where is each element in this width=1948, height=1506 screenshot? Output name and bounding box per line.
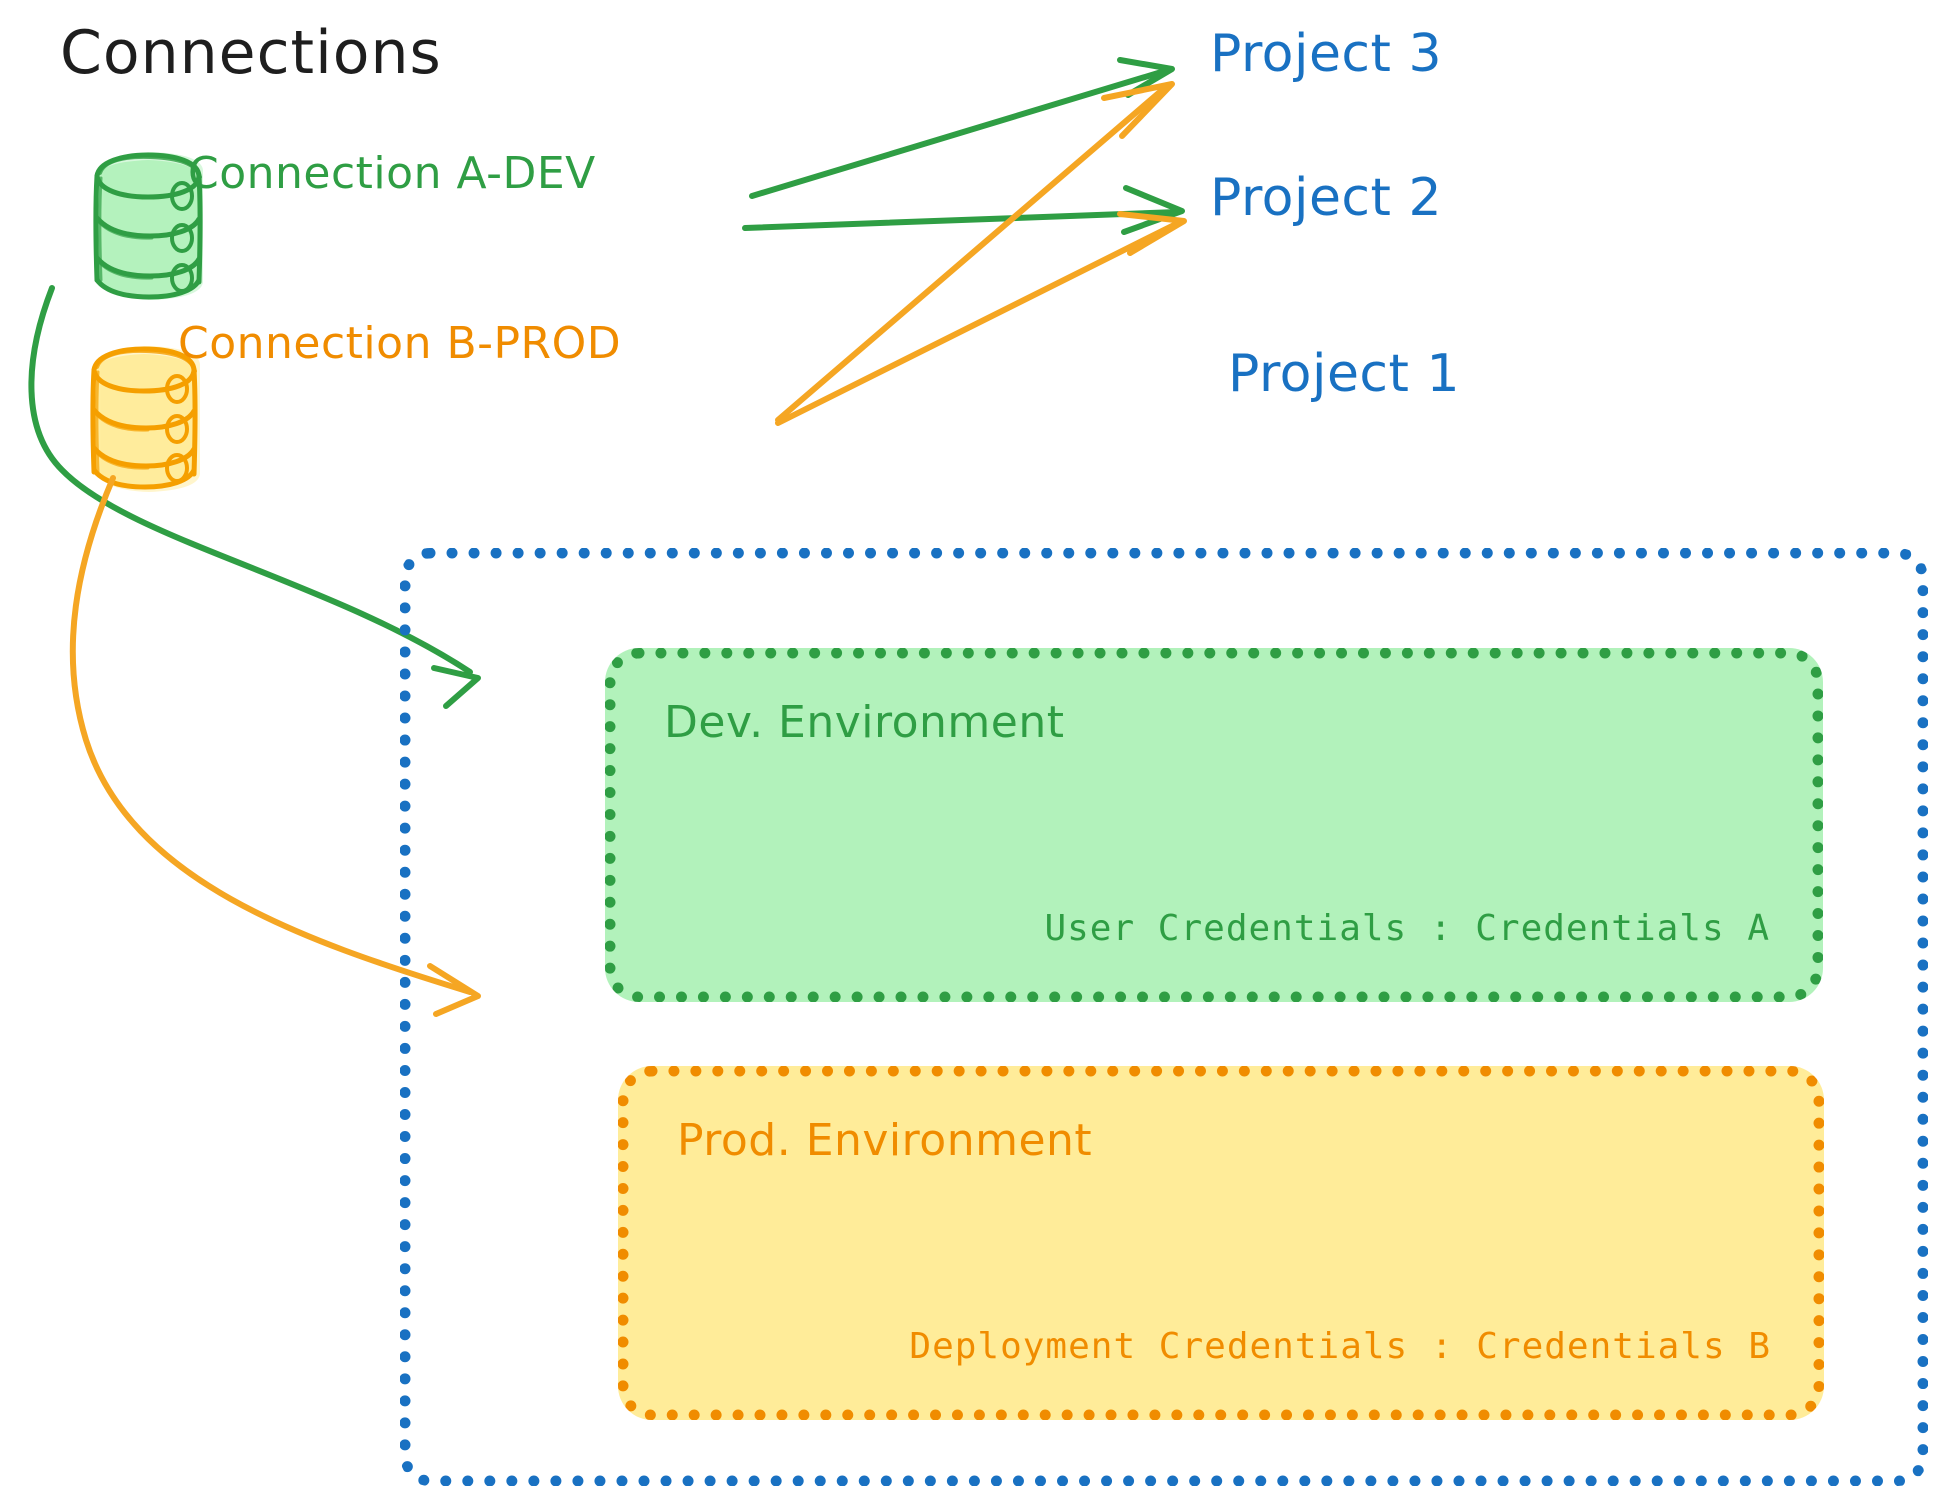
edge-b-prod-to-project2 bbox=[775, 211, 1187, 426]
dev-credentials-text: User Credentials : Credentials A bbox=[1044, 908, 1770, 949]
edge-a-dev-to-dev-env bbox=[28, 285, 481, 709]
prod-environment-title: Prod. Environment bbox=[677, 1115, 1093, 1166]
edge-b-prod-to-project3 bbox=[775, 81, 1175, 423]
connection-a-dev-label[interactable]: Connection A-DEV bbox=[188, 148, 596, 199]
prod-credentials-text: Deployment Credentials : Credentials B bbox=[909, 1326, 1771, 1367]
edge-b-prod-to-prod-env bbox=[69, 475, 481, 1017]
project-2-label[interactable]: Project 2 bbox=[1210, 168, 1443, 228]
project-1-label[interactable]: Project 1 bbox=[1228, 344, 1461, 404]
project1-container[interactable] bbox=[400, 548, 1928, 1486]
database-cylinder-icon-b-prod[interactable] bbox=[90, 346, 200, 492]
edge-a-dev-to-project2 bbox=[742, 185, 1185, 235]
edge-a-dev-to-project3 bbox=[749, 57, 1175, 199]
dev-environment-title: Dev. Environment bbox=[664, 697, 1065, 748]
connection-b-prod-label[interactable]: Connection B-PROD bbox=[178, 318, 622, 369]
prod-environment-box[interactable]: Prod. Environment Deployment Credentials… bbox=[618, 1066, 1824, 1420]
database-cylinder-icon-a-dev[interactable] bbox=[93, 152, 203, 300]
project-3-label[interactable]: Project 3 bbox=[1210, 24, 1443, 84]
page-title: Connections bbox=[60, 18, 442, 88]
dev-environment-box[interactable]: Dev. Environment User Credentials : Cred… bbox=[605, 648, 1823, 1002]
